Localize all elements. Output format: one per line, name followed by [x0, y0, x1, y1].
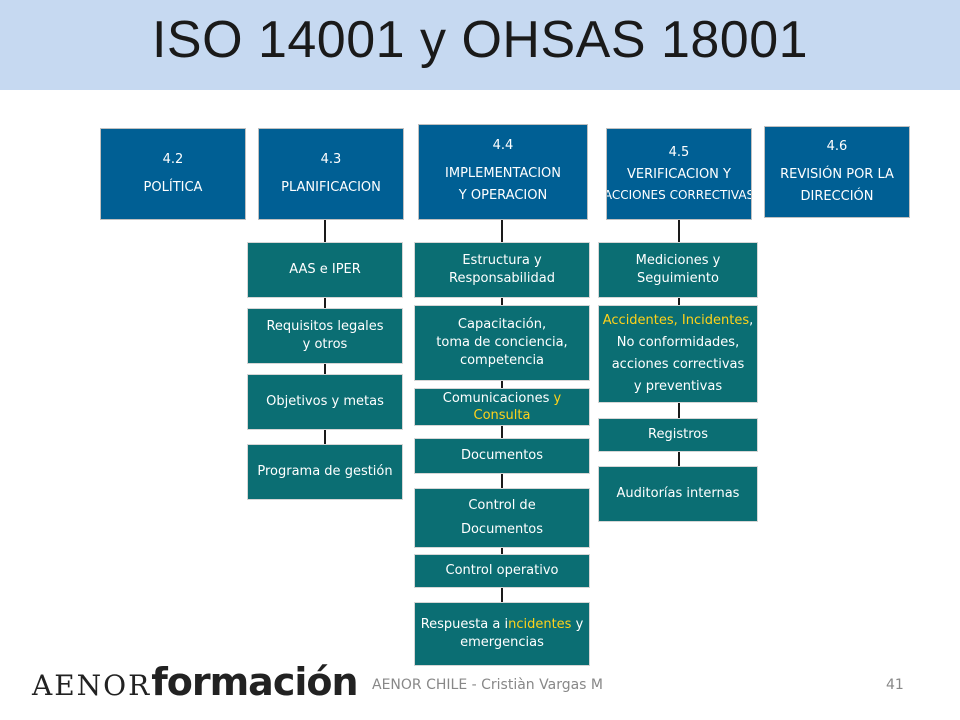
header-implementacion-num: 4.4	[492, 138, 514, 153]
box-aas-iper[interactable]: AAS e IPER	[247, 242, 403, 298]
box-control-documentos[interactable]: Control de Documentos	[414, 488, 590, 548]
header-politica[interactable]: 4.2 POLÍTICA	[100, 128, 246, 220]
mediciones-label-2: Seguimiento	[637, 271, 719, 286]
respuesta-label-2: emergencias	[460, 635, 544, 650]
estructura-label-2: Responsabilidad	[449, 271, 555, 286]
header-planificacion-label: PLANIFICACION	[281, 180, 381, 195]
header-politica-label: POLÍTICA	[143, 180, 203, 195]
box-auditorias[interactable]: Auditorías internas	[598, 466, 758, 522]
auditorias-label: Auditorías internas	[616, 486, 740, 501]
respuesta-incidentes: ncidentes	[508, 617, 572, 632]
accidentes-label: Accidentes, Incidentes	[602, 313, 750, 328]
capacitacion-label-2: toma de conciencia,	[436, 335, 568, 350]
header-politica-num: 4.2	[162, 152, 184, 167]
requisitos-label-2: y otros	[302, 337, 348, 352]
header-verificacion-label-1: VERIFICACION Y	[627, 167, 731, 182]
box-accidentes[interactable]: Accidentes, Incidentes, No conformidades…	[598, 305, 758, 403]
header-implementacion[interactable]: 4.4 IMPLEMENTACION Y OPERACION	[418, 124, 588, 220]
header-planificacion[interactable]: 4.3 PLANIFICACION	[258, 128, 404, 220]
header-verificacion-num: 4.5	[668, 145, 690, 160]
control-operativo-label: Control operativo	[445, 563, 559, 578]
requisitos-label-1: Requisitos legales	[266, 319, 384, 334]
footer-text: AENOR CHILE - Cristiàn Vargas M	[372, 677, 603, 693]
header-revision-label-1: REVISIÓN POR LA	[780, 167, 894, 182]
header-planificacion-num: 4.3	[320, 152, 342, 167]
header-implementacion-label-1: IMPLEMENTACION	[445, 166, 561, 181]
programa-label: Programa de gestión	[257, 464, 393, 479]
box-comunicaciones[interactable]: Comunicaciones y Consulta	[414, 388, 590, 426]
page-title: ISO 14001 y OHSAS 18001	[151, 11, 809, 69]
header-verificacion-label-2: ACCIONES CORRECTIVAS	[606, 188, 752, 202]
respuesta-line-1: Respuesta a incidentes y	[421, 616, 584, 634]
control-doc-label-1: Control de	[468, 498, 536, 513]
header-revision[interactable]: 4.6 REVISIÓN POR LA DIRECCIÓN	[764, 126, 910, 218]
respuesta-label-a: Respuesta a i	[420, 617, 509, 632]
logo-aenor: AENOR	[32, 669, 152, 702]
aas-iper-label: AAS e IPER	[289, 262, 361, 277]
accidentes-label-2: No conformidades,	[616, 335, 740, 350]
box-control-operativo[interactable]: Control operativo	[414, 554, 590, 588]
objetivos-label: Objetivos y metas	[266, 394, 384, 409]
title-banner	[0, 0, 960, 90]
comunicaciones-y: y	[553, 391, 562, 406]
box-requisitos-legales[interactable]: Requisitos legales y otros	[247, 308, 403, 364]
accidentes-line-1: Accidentes, Incidentes,	[603, 310, 754, 332]
mediciones-label-1: Mediciones y	[635, 253, 721, 268]
registros-label: Registros	[648, 427, 708, 442]
capacitacion-label-1: Capacitación,	[457, 317, 547, 332]
header-revision-label-2: DIRECCIÓN	[800, 189, 874, 204]
documentos-label: Documentos	[460, 448, 544, 463]
box-estructura[interactable]: Estructura y Responsabilidad	[414, 242, 590, 298]
box-objetivos-metas[interactable]: Objetivos y metas	[247, 374, 403, 430]
header-verificacion[interactable]: 4.5 VERIFICACION Y ACCIONES CORRECTIVAS	[606, 128, 752, 220]
header-revision-num: 4.6	[826, 139, 848, 154]
consulta-label: Consulta	[473, 408, 531, 423]
page-number: 41	[886, 677, 904, 693]
respuesta-label-c: y	[571, 617, 584, 632]
accidentes-comma: ,	[749, 313, 754, 328]
box-programa-gestion[interactable]: Programa de gestión	[247, 444, 403, 500]
control-doc-label-2: Documentos	[460, 522, 544, 537]
box-mediciones[interactable]: Mediciones y Seguimiento	[598, 242, 758, 298]
comunicaciones-label: Comunicaciones	[442, 391, 554, 406]
capacitacion-label-3: competencia	[459, 353, 545, 368]
box-documentos[interactable]: Documentos	[414, 438, 590, 474]
accidentes-label-4: y preventivas	[633, 379, 723, 394]
box-registros[interactable]: Registros	[598, 418, 758, 452]
logo-formacion: formación	[151, 660, 358, 704]
box-respuesta-emergencias[interactable]: Respuesta a incidentes y emergencias	[414, 602, 590, 666]
estructura-label-1: Estructura y	[462, 253, 542, 268]
box-capacitacion[interactable]: Capacitación, toma de conciencia, compet…	[414, 305, 590, 381]
comunicaciones-line-1: Comunicaciones y	[443, 390, 561, 407]
accidentes-label-3: acciones correctivas	[611, 357, 745, 372]
header-implementacion-label-2: Y OPERACION	[458, 188, 548, 203]
